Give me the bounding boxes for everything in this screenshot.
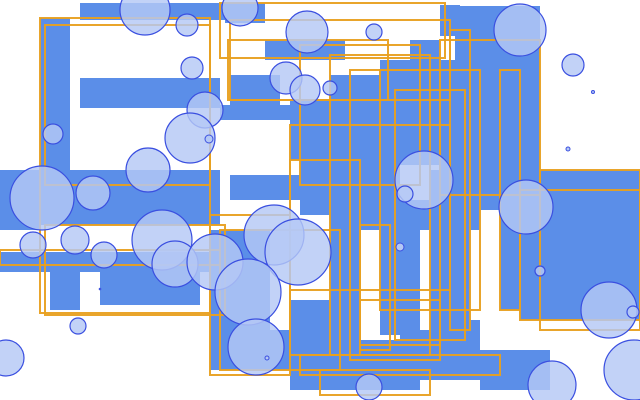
outlined-rectangle [379,69,481,311]
small-dot [98,287,102,291]
translucent-circle [119,0,171,36]
outlined-rectangle [519,189,640,321]
translucent-circle [493,3,547,57]
translucent-circle [19,231,47,259]
small-dot [565,146,571,152]
filled-rectangle [380,225,420,335]
dots-layer [98,90,595,361]
filled-rectangle [80,78,140,108]
small-dot [204,134,214,144]
translucent-circle [175,13,199,37]
translucent-circle [603,339,640,400]
translucent-circle [90,241,118,269]
filled-rectangle [470,110,500,210]
translucent-circle [42,123,64,145]
translucent-circle [221,0,259,27]
translucent-circle [75,175,111,211]
translucent-circle [69,317,87,335]
translucent-circle [9,165,75,231]
translucent-circle [626,305,640,319]
outlined-rectangle [209,214,291,376]
small-dot [264,355,270,361]
filled-rectangle [330,200,360,330]
translucent-circle [264,218,332,286]
filled-rectangle [520,210,540,320]
outlined-rectangle [219,2,446,59]
translucent-circle [125,147,171,193]
translucent-circle [0,339,25,377]
translucent-circle [322,80,338,96]
translucent-circle [180,56,204,80]
translucent-circle [365,23,383,41]
translucent-circle [396,185,414,203]
translucent-circle [214,258,282,326]
translucent-circle [289,74,321,106]
translucent-circle [60,225,90,255]
translucent-circle [527,360,577,400]
translucent-circle [164,112,216,164]
translucent-circle [355,373,383,400]
translucent-circle [534,265,546,277]
translucent-circle [285,10,329,54]
small-dot [395,242,405,252]
outlined-rectangle [359,224,391,351]
translucent-circle [498,179,554,235]
outlined-rectangle [439,39,541,196]
translucent-circle [227,318,285,376]
filled-rectangle [50,265,80,310]
small-dot [591,90,595,94]
translucent-circle [561,53,585,77]
outlined-rectangle [394,89,466,341]
filled-rectangle [220,105,300,120]
outlined-rectangle [299,354,501,376]
